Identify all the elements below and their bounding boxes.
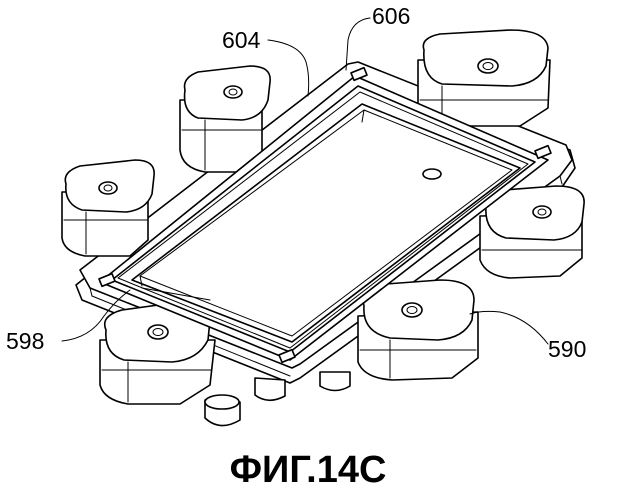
label-606: 606 bbox=[372, 3, 410, 29]
mounting-block-mid-left bbox=[62, 160, 154, 256]
label-598: 598 bbox=[6, 328, 44, 354]
leader-604 bbox=[268, 40, 309, 96]
mounting-block-lower-right bbox=[358, 280, 478, 380]
figure-caption: ФИГ.14С bbox=[230, 449, 387, 491]
bottom-feet bbox=[205, 372, 350, 426]
label-590: 590 bbox=[548, 336, 586, 362]
label-604: 604 bbox=[222, 27, 261, 53]
leader-590 bbox=[470, 311, 548, 344]
